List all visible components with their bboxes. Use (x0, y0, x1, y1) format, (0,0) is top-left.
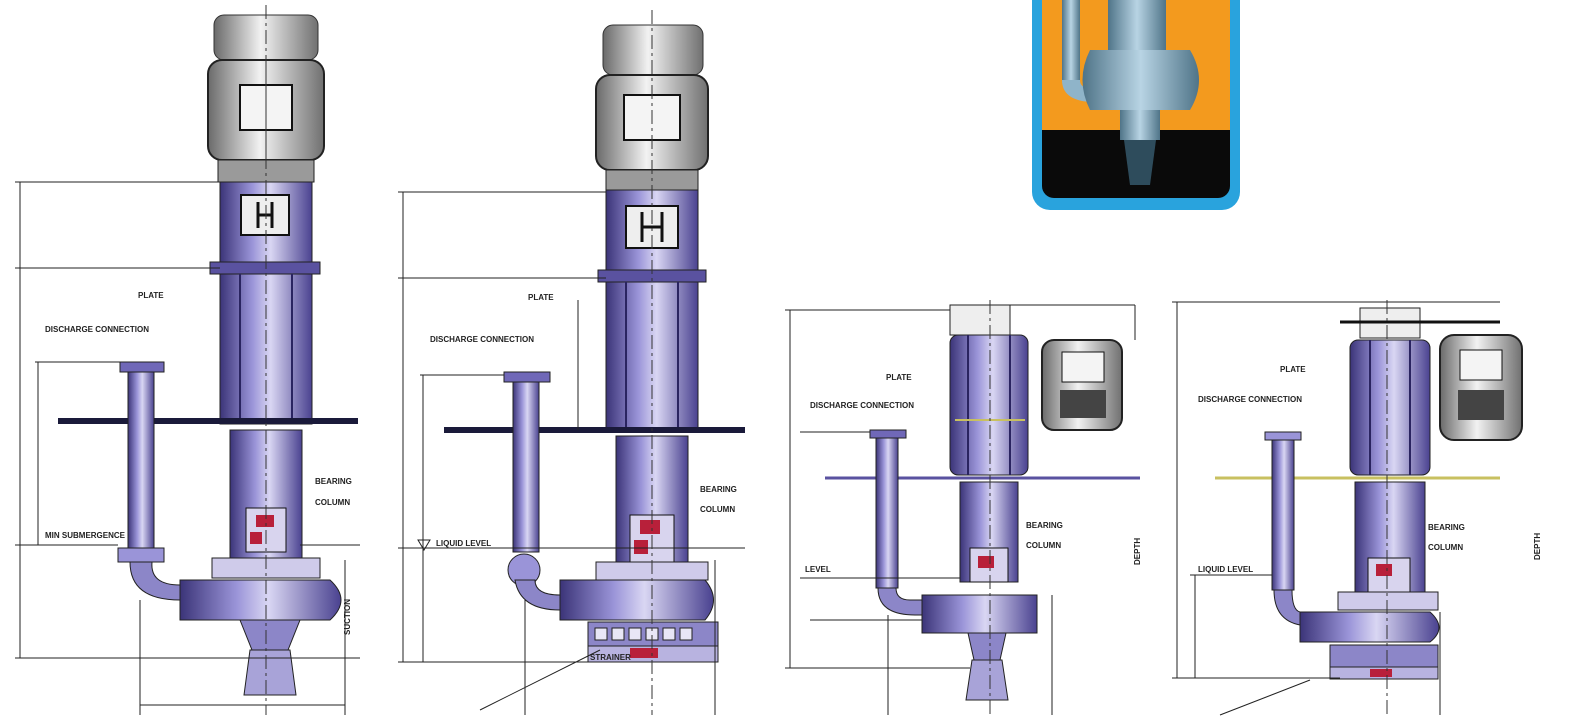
plate-label: PLATE (138, 291, 164, 300)
liquid-level-triangle-icon (417, 539, 431, 551)
impeller-icon (969, 547, 1009, 583)
level-label: LIQUID LEVEL (1198, 565, 1253, 574)
pump-drawing-4: DISCHARGE CONNECTION PLATE LIQUID LEVEL … (1172, 300, 1542, 716)
bearing-label: BEARING (1026, 521, 1063, 530)
column-label: COLUMN (1026, 541, 1061, 550)
h-coupling-plate-icon (605, 189, 699, 273)
suction-label: SUCTION (343, 599, 352, 635)
depth-label: DEPTH (1533, 533, 1542, 560)
column-label: COLUMN (1428, 543, 1463, 552)
impeller-icon (1367, 557, 1411, 593)
pump-drawing-3: DISCHARGE CONNECTION PLATE LEVEL BEARING… (785, 300, 1142, 715)
electric-motor-icon (1041, 339, 1123, 431)
level-label: LEVEL (805, 565, 831, 574)
discharge-label: DISCHARGE CONNECTION (810, 401, 914, 410)
plate-label: PLATE (886, 373, 912, 382)
strainer-label: STRAINER (590, 653, 631, 662)
depth-label: DEPTH (1133, 538, 1142, 565)
column-label: COLUMN (315, 498, 350, 507)
submersible-pump-thumbnail (1032, 0, 1240, 210)
plate-label: PLATE (1280, 365, 1306, 374)
plate-label: PLATE (528, 293, 554, 302)
column-label: COLUMN (700, 505, 735, 514)
electric-motor-icon (1439, 334, 1523, 441)
discharge-label: DISCHARGE CONNECTION (45, 325, 149, 334)
liquid-level-label: LIQUID LEVEL (436, 539, 491, 548)
discharge-label: DISCHARGE CONNECTION (430, 335, 534, 344)
bearing-label: BEARING (700, 485, 737, 494)
bearing-label: BEARING (1428, 523, 1465, 532)
pump-drawing-2: DISCHARGE CONNECTION PLATE LIQUID LEVEL … (398, 10, 745, 715)
discharge-label: DISCHARGE CONNECTION (1198, 395, 1302, 404)
submergence-label: MIN SUBMERGENCE (45, 531, 126, 540)
pump-drawing-1: DISCHARGE CONNECTION PLATE MIN SUBMERGEN… (15, 5, 360, 715)
bearing-label: BEARING (315, 477, 352, 486)
